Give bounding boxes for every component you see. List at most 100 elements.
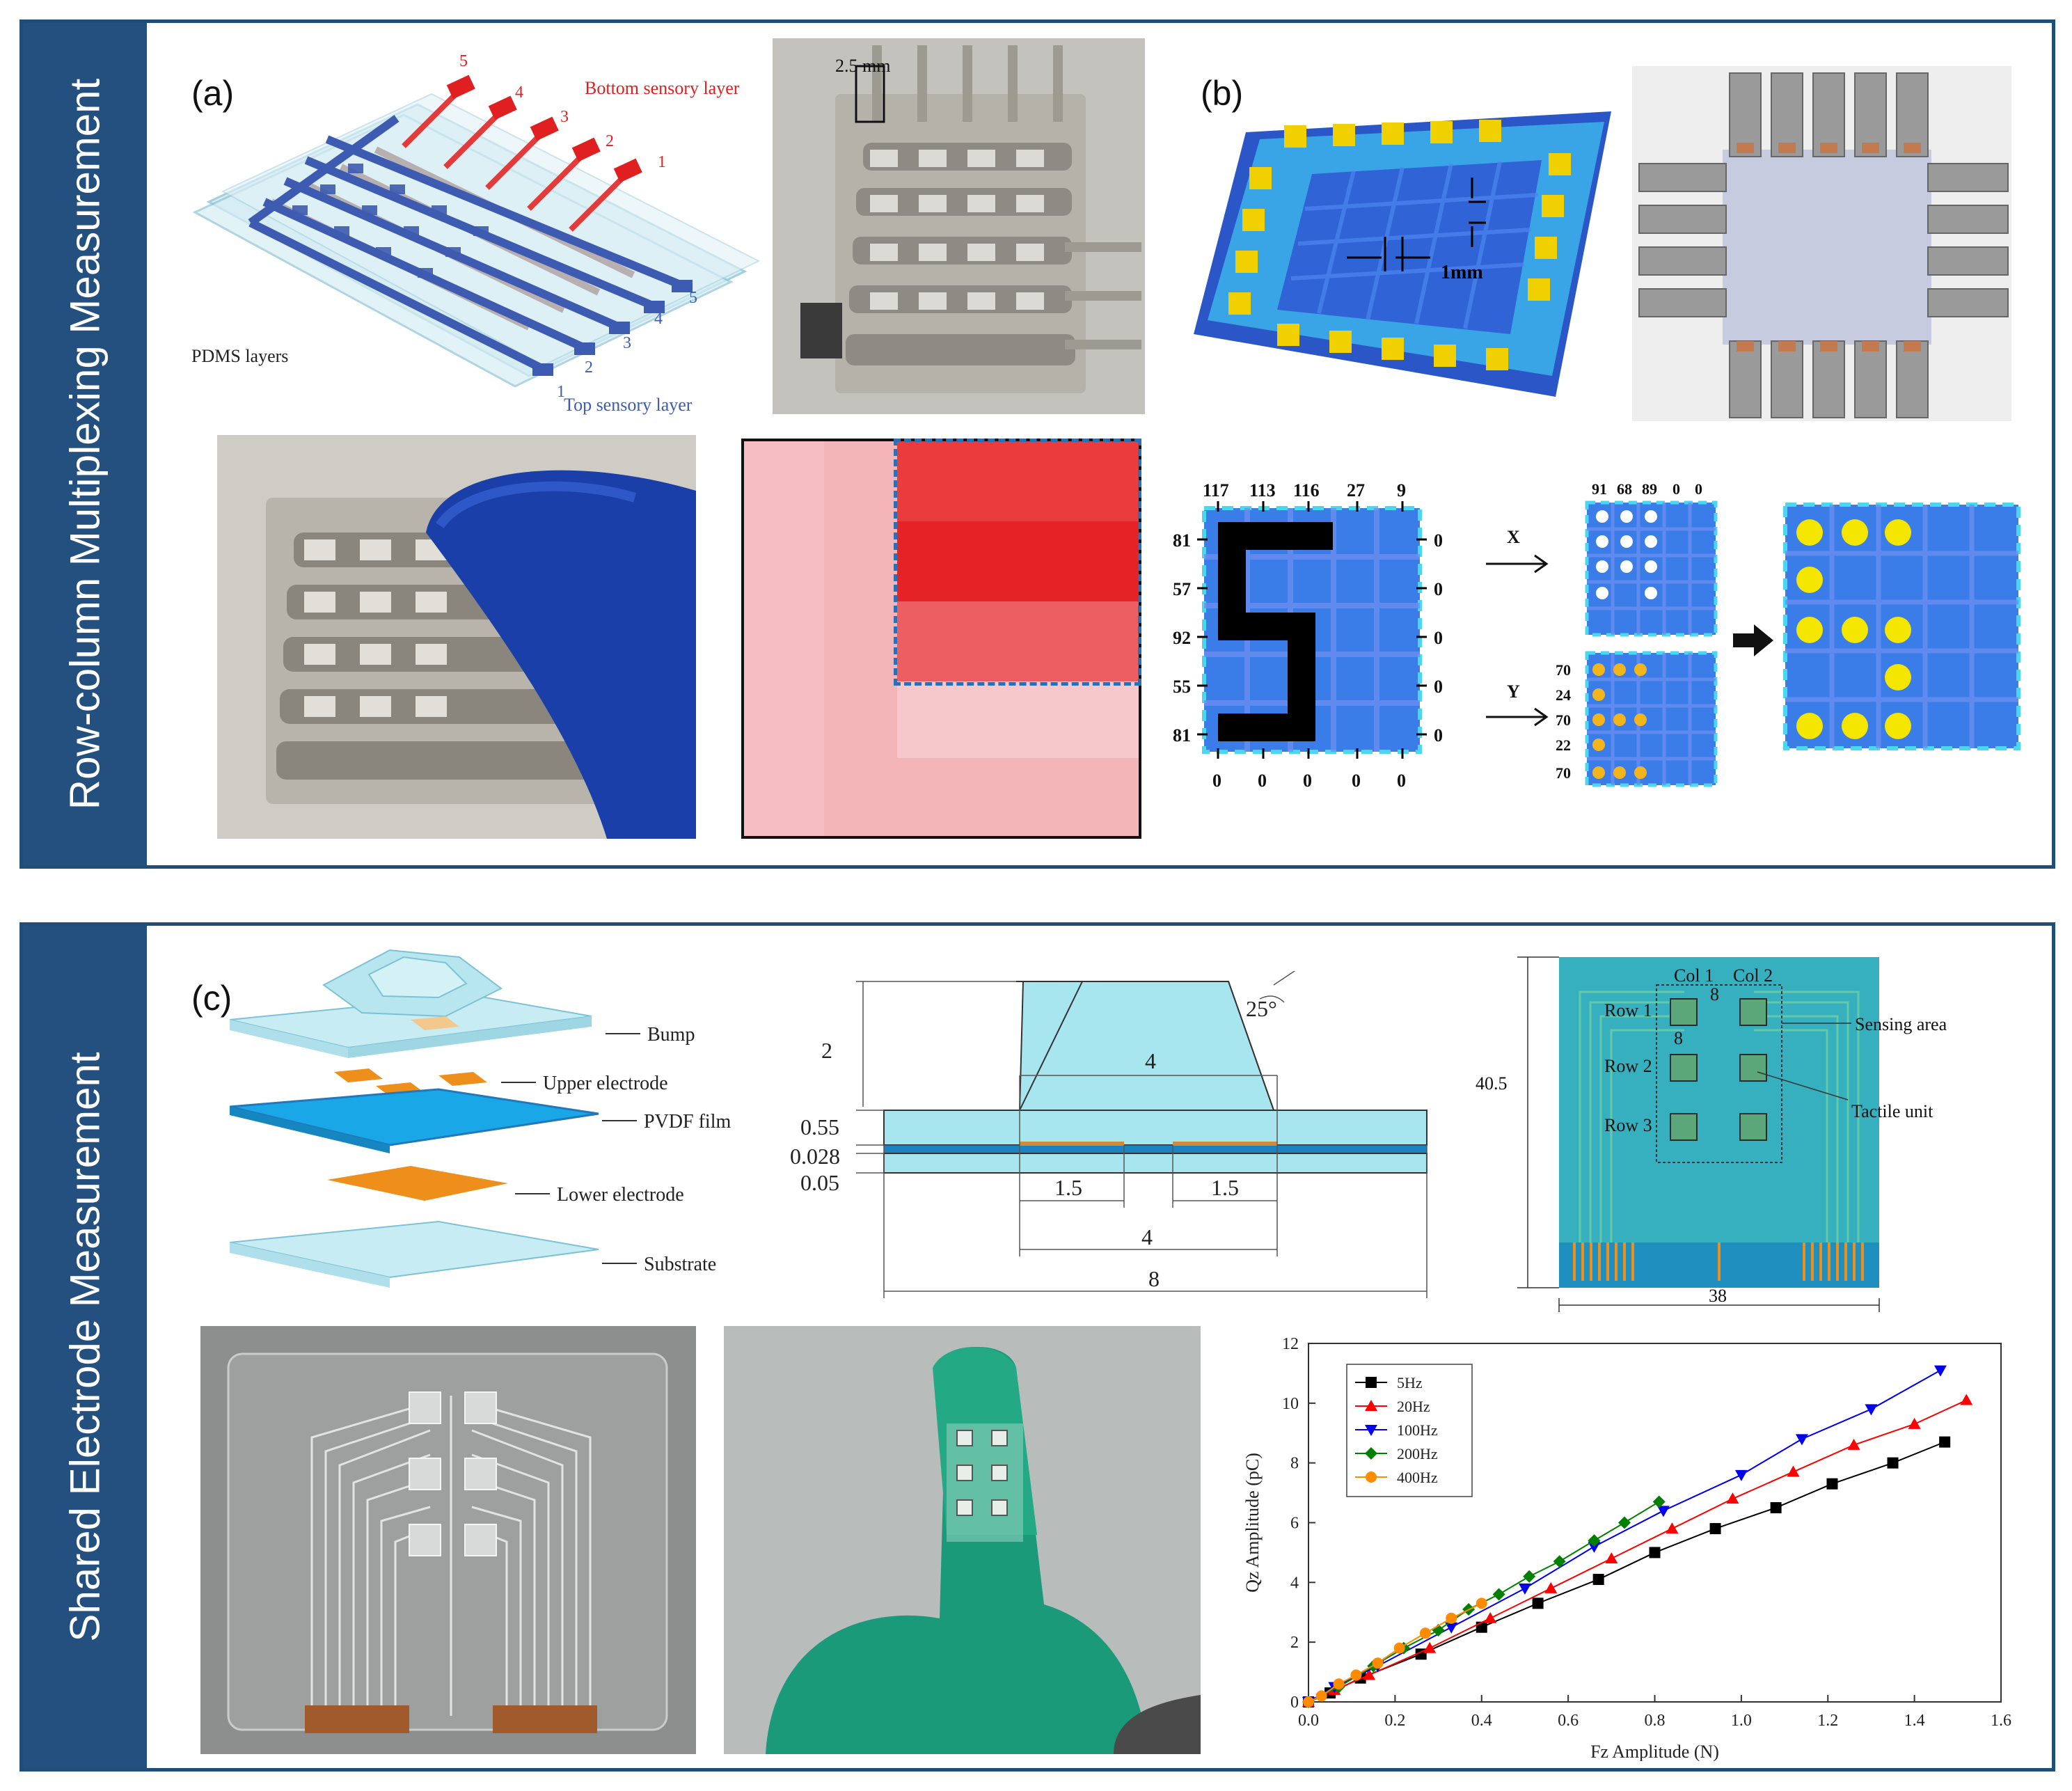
point-20Hz: [1666, 1522, 1679, 1534]
layout-col1: Col 1: [1674, 965, 1714, 986]
y-val-1: 70: [1556, 661, 1571, 679]
layout-row1: Row 1: [1604, 1000, 1652, 1020]
layer-bump: Bump: [647, 1024, 695, 1046]
red-num-4: 4: [515, 84, 523, 102]
fig-b-x-grid: 91 68 89 0 0 70 24 70 22 70: [1556, 480, 1718, 787]
point-5Hz: [1709, 1523, 1721, 1535]
legend-label: 5Hz: [1397, 1374, 1423, 1391]
y-val-2: 24: [1556, 686, 1571, 704]
heatmap-press: [741, 439, 1141, 839]
point-400Hz: [1419, 1627, 1431, 1639]
point-5Hz: [1887, 1457, 1899, 1469]
bottom-zero-1: 0: [1212, 771, 1221, 791]
layout-row2: Row 2: [1604, 1056, 1652, 1076]
x-tick-label: 0.0: [1298, 1712, 1319, 1730]
point-400Hz: [1372, 1657, 1384, 1669]
fig-a-schematic: 5 4 3 2 1 Bottom sensory layer 5 4 3 2 1…: [191, 52, 761, 415]
point-100Hz: [1518, 1583, 1531, 1595]
layer-pvdf: PVDF film: [644, 1111, 731, 1133]
point-20Hz: [1960, 1394, 1973, 1405]
y-label: Y: [1507, 681, 1520, 702]
layout-row3: Row 3: [1604, 1115, 1652, 1135]
highlight-box: [894, 439, 1141, 686]
x-tick-label: 0.4: [1471, 1712, 1492, 1730]
blue-num-1: 1: [557, 383, 565, 401]
dim-15b: 1.5: [1211, 1175, 1239, 1200]
x-tick-label: 0.8: [1645, 1712, 1666, 1730]
point-400Hz: [1446, 1612, 1457, 1624]
layout-sensing: Sensing area: [1855, 1014, 1947, 1034]
blue-num-3: 3: [623, 334, 631, 352]
sidebar-label-row-column: Row-column Multiplexing Measurement: [61, 78, 109, 810]
legend-marker: [1365, 1447, 1377, 1460]
x-val-1: 91: [1592, 480, 1607, 498]
x-val-3: 89: [1642, 480, 1657, 498]
point-100Hz: [1656, 1506, 1670, 1517]
label-a: (a): [191, 74, 235, 113]
point-5Hz: [1532, 1597, 1544, 1609]
point-100Hz: [1588, 1541, 1601, 1553]
layer-lower-electrode: Lower electrode: [557, 1184, 684, 1206]
point-20Hz: [1363, 1668, 1376, 1680]
point-20Hz: [1908, 1417, 1921, 1429]
pdms-label: PDMS layers: [191, 346, 288, 366]
dim-005: 0.05: [800, 1170, 839, 1195]
layout-tactile: Tactile unit: [1851, 1101, 1933, 1121]
scale-label: 2.5 mm: [835, 56, 891, 76]
y-val-5: 70: [1556, 764, 1571, 782]
point-20Hz: [1423, 1641, 1437, 1653]
top-layer-label: Top sensory layer: [564, 395, 693, 415]
col-val-2: 113: [1249, 480, 1276, 500]
point-20Hz: [1605, 1552, 1618, 1563]
y-val-3: 70: [1556, 711, 1571, 729]
bottom-zero-2: 0: [1258, 771, 1267, 791]
point-400Hz: [1393, 1642, 1405, 1654]
right-zero-5: 0: [1434, 725, 1443, 745]
point-100Hz: [1445, 1622, 1458, 1634]
sidebar-label-shared-electrode: Shared Electrode Measurement: [61, 1052, 109, 1642]
result-arrow-icon: [1733, 624, 1773, 656]
blue-num-5: 5: [689, 289, 697, 307]
dim-1mm: 1mm: [1441, 262, 1483, 283]
point-400Hz: [1333, 1678, 1345, 1690]
legend-label: 20Hz: [1397, 1398, 1430, 1415]
legend-label: 400Hz: [1397, 1469, 1438, 1486]
point-100Hz: [1933, 1365, 1947, 1377]
legend-marker: [1366, 1377, 1377, 1388]
right-zero-3: 0: [1434, 628, 1443, 648]
point-100Hz: [1865, 1404, 1878, 1416]
point-5Hz: [1476, 1621, 1487, 1633]
x-val-2: 68: [1617, 480, 1632, 498]
fig-b-3d-sensor: 1mm: [1194, 111, 1611, 397]
bottom-zero-4: 0: [1352, 771, 1361, 791]
dim-055: 0.55: [800, 1114, 839, 1139]
bottom-zero-3: 0: [1303, 771, 1312, 791]
y-tick-label: 12: [1282, 1335, 1299, 1353]
point-200Hz: [1588, 1534, 1601, 1547]
point-200Hz: [1652, 1495, 1666, 1508]
label-c: (c): [191, 979, 232, 1018]
layer-upper-electrode: Upper electrode: [543, 1073, 668, 1094]
photo-sensor-array: 2.5 mm: [773, 38, 1145, 414]
bottom-zero-5: 0: [1397, 771, 1406, 791]
x-tick-label: 0.6: [1558, 1712, 1579, 1730]
layout-gap-8b: 8: [1674, 1028, 1683, 1048]
point-400Hz: [1476, 1597, 1487, 1609]
y-tick-label: 4: [1290, 1574, 1299, 1592]
layout-col2: Col 2: [1733, 965, 1773, 986]
y-tick-label: 2: [1290, 1634, 1299, 1652]
red-num-2: 2: [606, 132, 614, 150]
right-zero-4: 0: [1434, 677, 1443, 697]
point-5Hz: [1649, 1547, 1661, 1559]
dim-0028: 0.028: [790, 1144, 840, 1169]
dim-4: 4: [1141, 1224, 1153, 1249]
photo-b-sensor: [1632, 66, 2011, 421]
right-zero-1: 0: [1434, 530, 1443, 551]
dim-2: 2: [821, 1038, 832, 1063]
right-zero-2: 0: [1434, 579, 1443, 599]
point-5Hz: [1826, 1478, 1838, 1490]
point-100Hz: [1734, 1469, 1748, 1481]
point-200Hz: [1618, 1516, 1631, 1529]
layout-gap-8a: 8: [1710, 984, 1719, 1004]
y-tick-label: 10: [1282, 1395, 1299, 1413]
